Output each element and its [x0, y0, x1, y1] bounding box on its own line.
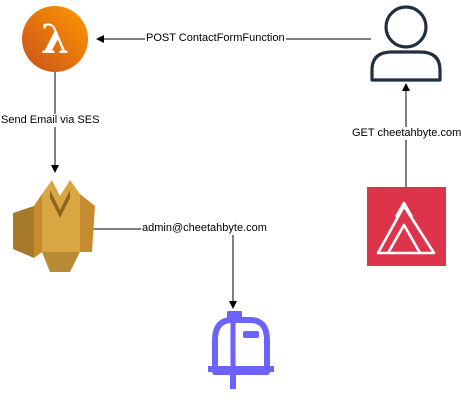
edge-label-admin-email: admin@cheetahbyte.com — [141, 222, 268, 235]
user-icon[interactable] — [370, 5, 442, 82]
edge-admin-email — [92, 228, 237, 309]
aws-ses-icon[interactable] — [13, 180, 95, 272]
edge-label-get: GET cheetahbyte.com — [351, 127, 461, 140]
edge-label-post: POST ContactFormFunction — [145, 32, 286, 45]
svg-text:λ: λ — [41, 16, 69, 63]
edge-label-send-email: Send Email via SES — [0, 114, 101, 127]
aws-lambda-icon[interactable]: λ — [22, 6, 88, 72]
mailbox-icon[interactable] — [208, 311, 274, 389]
aws-amplify-icon[interactable] — [367, 187, 446, 266]
